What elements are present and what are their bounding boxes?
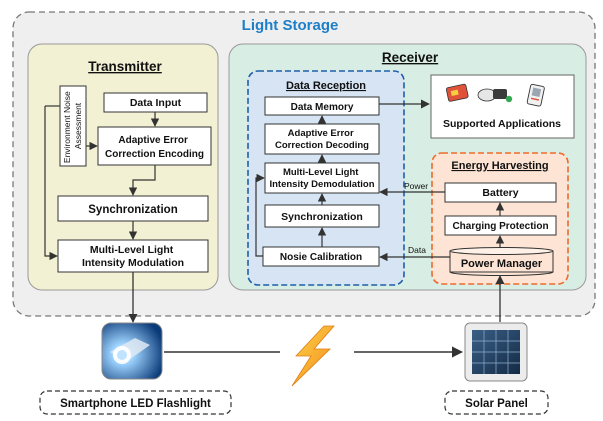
adaptive-decoding-label: Adaptive Error Correction Decoding — [275, 128, 369, 151]
energy-harvesting-title: Energy Harvesting — [451, 160, 548, 172]
data-input-label: Data Input — [130, 97, 182, 109]
supported-applications-box — [430, 74, 575, 139]
supported-applications-label: Supported Applications — [443, 118, 561, 130]
modulation-label: Multi-Level Light Intensity Modulation — [82, 244, 184, 269]
solar-panel-label-box — [444, 390, 549, 415]
adaptive-decoding-box — [264, 123, 380, 155]
rx-synchronization-label: Synchronization — [281, 211, 363, 223]
data-memory-label: Data Memory — [291, 102, 354, 113]
lightning-icon — [291, 325, 335, 387]
smart-card-icon — [445, 83, 469, 102]
e-tag-icon — [526, 83, 545, 107]
applications-icons — [445, 83, 545, 107]
data-memory-box — [264, 96, 380, 116]
noise-calibration-label: Nosie Calibration — [280, 252, 362, 263]
arrow-encoding-to-sync — [128, 165, 156, 196]
flashlight-label: Smartphone LED Flashlight — [60, 398, 211, 410]
battery-label: Battery — [482, 187, 518, 199]
demodulation-box — [264, 162, 380, 194]
data-label: Data — [408, 245, 426, 255]
power-manager-label: Power Manager — [461, 258, 543, 270]
tx-synchronization-label: Synchronization — [88, 204, 177, 216]
power-manager-cylinder — [449, 247, 554, 276]
receiver-title: Receiver — [382, 50, 439, 65]
adaptive-encoding-label: Adaptive Error Correction Encoding — [105, 135, 204, 160]
solar-panel-label: Solar Panel — [465, 398, 528, 410]
charging-protection-label: Charging Protection — [452, 221, 548, 232]
demodulation-label: Multi-Level Light Intensity Demodulation — [269, 167, 374, 190]
adaptive-encoding-box — [97, 126, 212, 166]
env-noise-box — [59, 85, 87, 167]
modulation-box — [57, 239, 209, 273]
power-label: Power — [404, 181, 428, 191]
diagram-title: Light Storage — [242, 17, 339, 34]
transmitter-title: Transmitter — [88, 59, 162, 74]
data-reception-title: Data Reception — [286, 80, 366, 92]
solar-panel-image — [464, 322, 528, 382]
arrow-calibration-to-demod — [255, 173, 265, 257]
env-noise-label: Environment Noise Assessment — [62, 89, 83, 163]
flashlight-image — [101, 322, 163, 380]
arrow-noise-to-modulation — [44, 106, 58, 261]
sensor-tag-icon — [477, 88, 513, 103]
flashlight-label-box — [39, 390, 232, 415]
